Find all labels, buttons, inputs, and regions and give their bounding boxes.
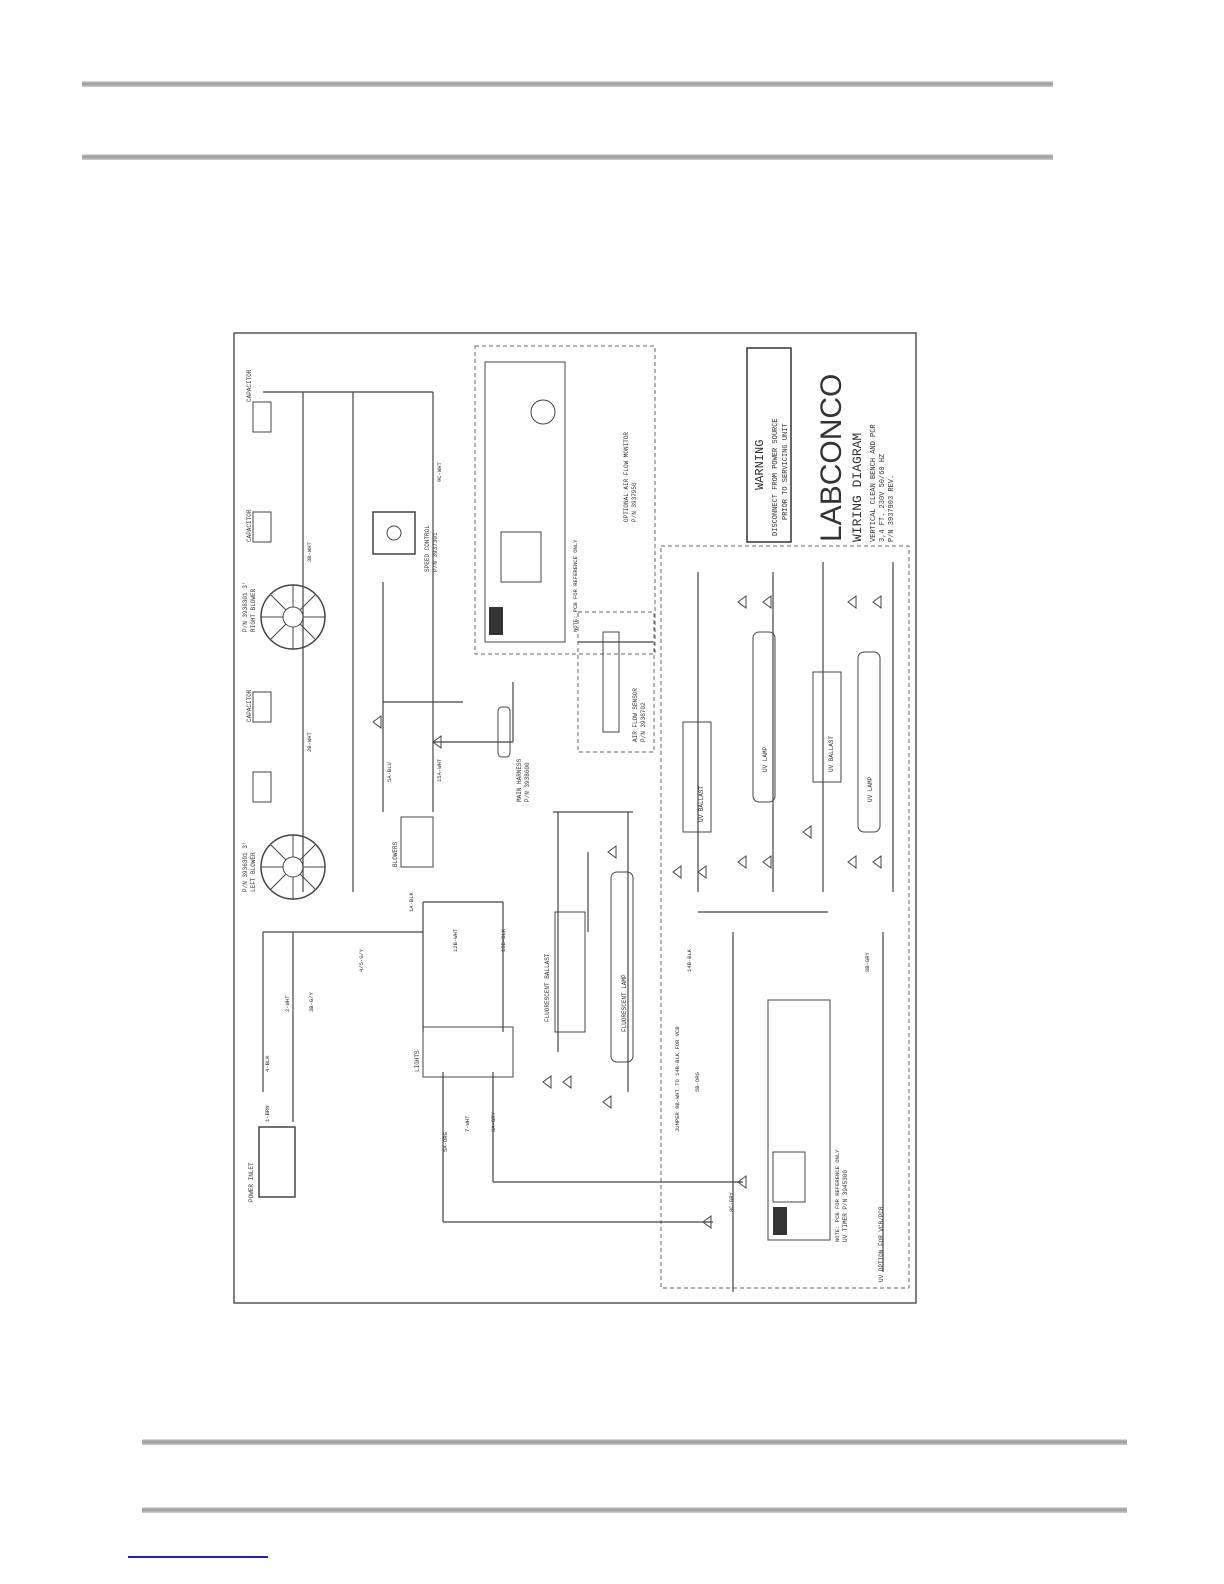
fluorescent-ballast	[554, 911, 586, 1033]
wire-label-6: 1A-BLK	[408, 891, 415, 912]
capacitors	[252, 401, 272, 803]
capacitor-label-2: CAPACITOR	[246, 509, 253, 542]
wire-label-8: 2-WHT	[284, 995, 291, 1012]
warning-line-2: PRIOR TO SERVICING UNIT	[782, 423, 790, 520]
wire-label-19: 8B-GRY	[864, 951, 871, 972]
diagram-frame	[233, 332, 917, 1304]
title-block: LABCONCO WIRING DIAGRAM VERTICAL CLEAN B…	[815, 374, 896, 542]
speed-control-pn: P/N 3937301	[432, 532, 439, 572]
right-blower-pn: P/N 3936301 3'	[242, 582, 249, 632]
airflow-monitor-label: OPTIONAL AIR FLOW MONITOR	[623, 432, 630, 522]
airflow-monitor-pn: P/N 3937950	[631, 482, 638, 522]
footer-link-underline[interactable]	[128, 1556, 268, 1558]
power-inlet-label: POWER INLET	[248, 1162, 255, 1202]
uv-ballast-label-1: UV BALLAST	[698, 786, 705, 822]
header-rule-bottom	[82, 154, 1053, 160]
uv-option-label: UV OPTION FOR VCB/PCR	[878, 1206, 885, 1282]
power-inlet	[258, 1126, 296, 1198]
footer-rule-bottom	[142, 1507, 1127, 1513]
speed-control-box	[372, 511, 416, 555]
warning-line-1: DISCONNECT FROM POWER SOURCE	[772, 418, 780, 536]
airflow-sensor-region	[577, 611, 655, 753]
wire-label-14: 8A-GRY	[490, 1111, 497, 1132]
main-harness-label: MAIN HARNESS	[516, 758, 523, 802]
wire-label-7: 4-BLK	[264, 1055, 271, 1072]
capacitor-label-1: CAPACITOR	[246, 369, 253, 402]
uv-ballast-label-2: UV BALLAST	[828, 736, 835, 772]
uv-timer-pcb	[767, 999, 831, 1241]
wire-label-3: 5A-BLU	[386, 762, 393, 782]
uv-lamp-label-2: UV LAMP	[867, 776, 874, 802]
main-harness-pn: P/N 3938600	[524, 762, 531, 802]
wire-label-10: 1-BRN	[264, 1105, 271, 1122]
main-harness	[497, 706, 511, 758]
wire-label-5: 9C-WHT	[436, 461, 443, 482]
uv-timer-label: UV TIMER P/N 3945300	[842, 1170, 849, 1242]
warning-heading: WARNING	[753, 440, 767, 490]
uv-lamp-2	[857, 651, 881, 833]
pcb-reference-note-2: NOTE: PCB FOR REFERENCE ONLY	[834, 1149, 841, 1242]
wire-label-13: 7-WHT	[464, 1115, 471, 1132]
left-blower-pn: P/N 3936301 3'	[242, 842, 249, 892]
diagram-subtitle-3: P/N 3937903 REV.	[888, 475, 896, 542]
wire-label-1: 3B-WHT	[306, 541, 313, 562]
wire-label-16: 13B-BLK	[500, 928, 507, 952]
wire-label-2: 2B-WHT	[306, 731, 313, 752]
uv-option-region	[660, 545, 910, 1289]
diagram-title: WIRING DIAGRAM	[850, 433, 865, 542]
uv-ballast-1	[682, 721, 712, 833]
footer-rule-top	[142, 1439, 1127, 1445]
uv-lamp-1	[752, 631, 776, 803]
airflow-monitor-region	[474, 345, 656, 655]
diagram-subtitle-1: VERTICAL CLEAN BENCH AND PCR	[870, 424, 878, 542]
connector-arrows	[372, 595, 882, 1229]
wire-label-20: 8C-GRY	[728, 1191, 735, 1212]
uv-ballast-2	[812, 671, 842, 783]
diagram-subtitle-2: 3,4 FT. 230V 50/60 HZ	[879, 454, 887, 542]
left-blower	[260, 834, 326, 900]
uv-lamp-label-1: UV LAMP	[762, 746, 769, 772]
brand-logo-text: LABCONCO	[815, 374, 848, 542]
speed-control-label: SPEED CONTROL	[424, 525, 431, 572]
airflow-sensor-label: AIR FLOW SENSOR	[632, 688, 639, 742]
wire-label-12: 5B-ORG	[694, 1072, 701, 1092]
warning-box: WARNING DISCONNECT FROM POWER SOURCE PRI…	[746, 347, 792, 543]
right-blower	[260, 584, 326, 650]
blowers-switch-label: BLOWERS	[392, 841, 399, 867]
wire-label-4: 15A-WHT	[436, 758, 443, 782]
airflow-sensor	[602, 631, 620, 733]
lights-switch-box	[422, 1026, 514, 1078]
pcb-reference-note-1: NOTE: PCB FOR REFERENCE ONLY	[572, 539, 579, 632]
blowers-switch-box	[400, 816, 434, 868]
jumper-note: JUMPER 9B-WHT TO 14B-BLK FOR VCB	[674, 1026, 681, 1132]
right-blower-label: RIGHT BLOWER	[250, 588, 257, 632]
wire-label-18: 14B-BLK	[686, 948, 693, 972]
fluorescent-lamp	[610, 871, 634, 1063]
capacitor-label-3: CAPACITOR	[246, 689, 253, 722]
wires	[262, 391, 894, 1292]
wiring-diagram: LABCONCO WIRING DIAGRAM VERTICAL CLEAN B…	[233, 332, 917, 1304]
wire-label-15: 5A-ORG	[442, 1132, 449, 1152]
wire-label-11: 4/5-G/Y	[358, 948, 365, 972]
wire-label-17: 12B-WHT	[452, 928, 459, 952]
header-rule-top	[82, 81, 1053, 87]
fluorescent-lamp-label: FLUORESCENT LAMP	[621, 974, 628, 1032]
airflow-sensor-pn: P/N 3936702	[640, 702, 647, 742]
fluorescent-ballast-label: FLUORESCENT BALLAST	[544, 953, 551, 1022]
lights-switch-label: LIGHTS	[414, 1050, 421, 1072]
wire-label-9: 3B-G/Y	[308, 991, 315, 1012]
airflow-monitor-pcb	[484, 361, 566, 643]
left-blower-label: LEFT BLOWER	[250, 852, 257, 892]
